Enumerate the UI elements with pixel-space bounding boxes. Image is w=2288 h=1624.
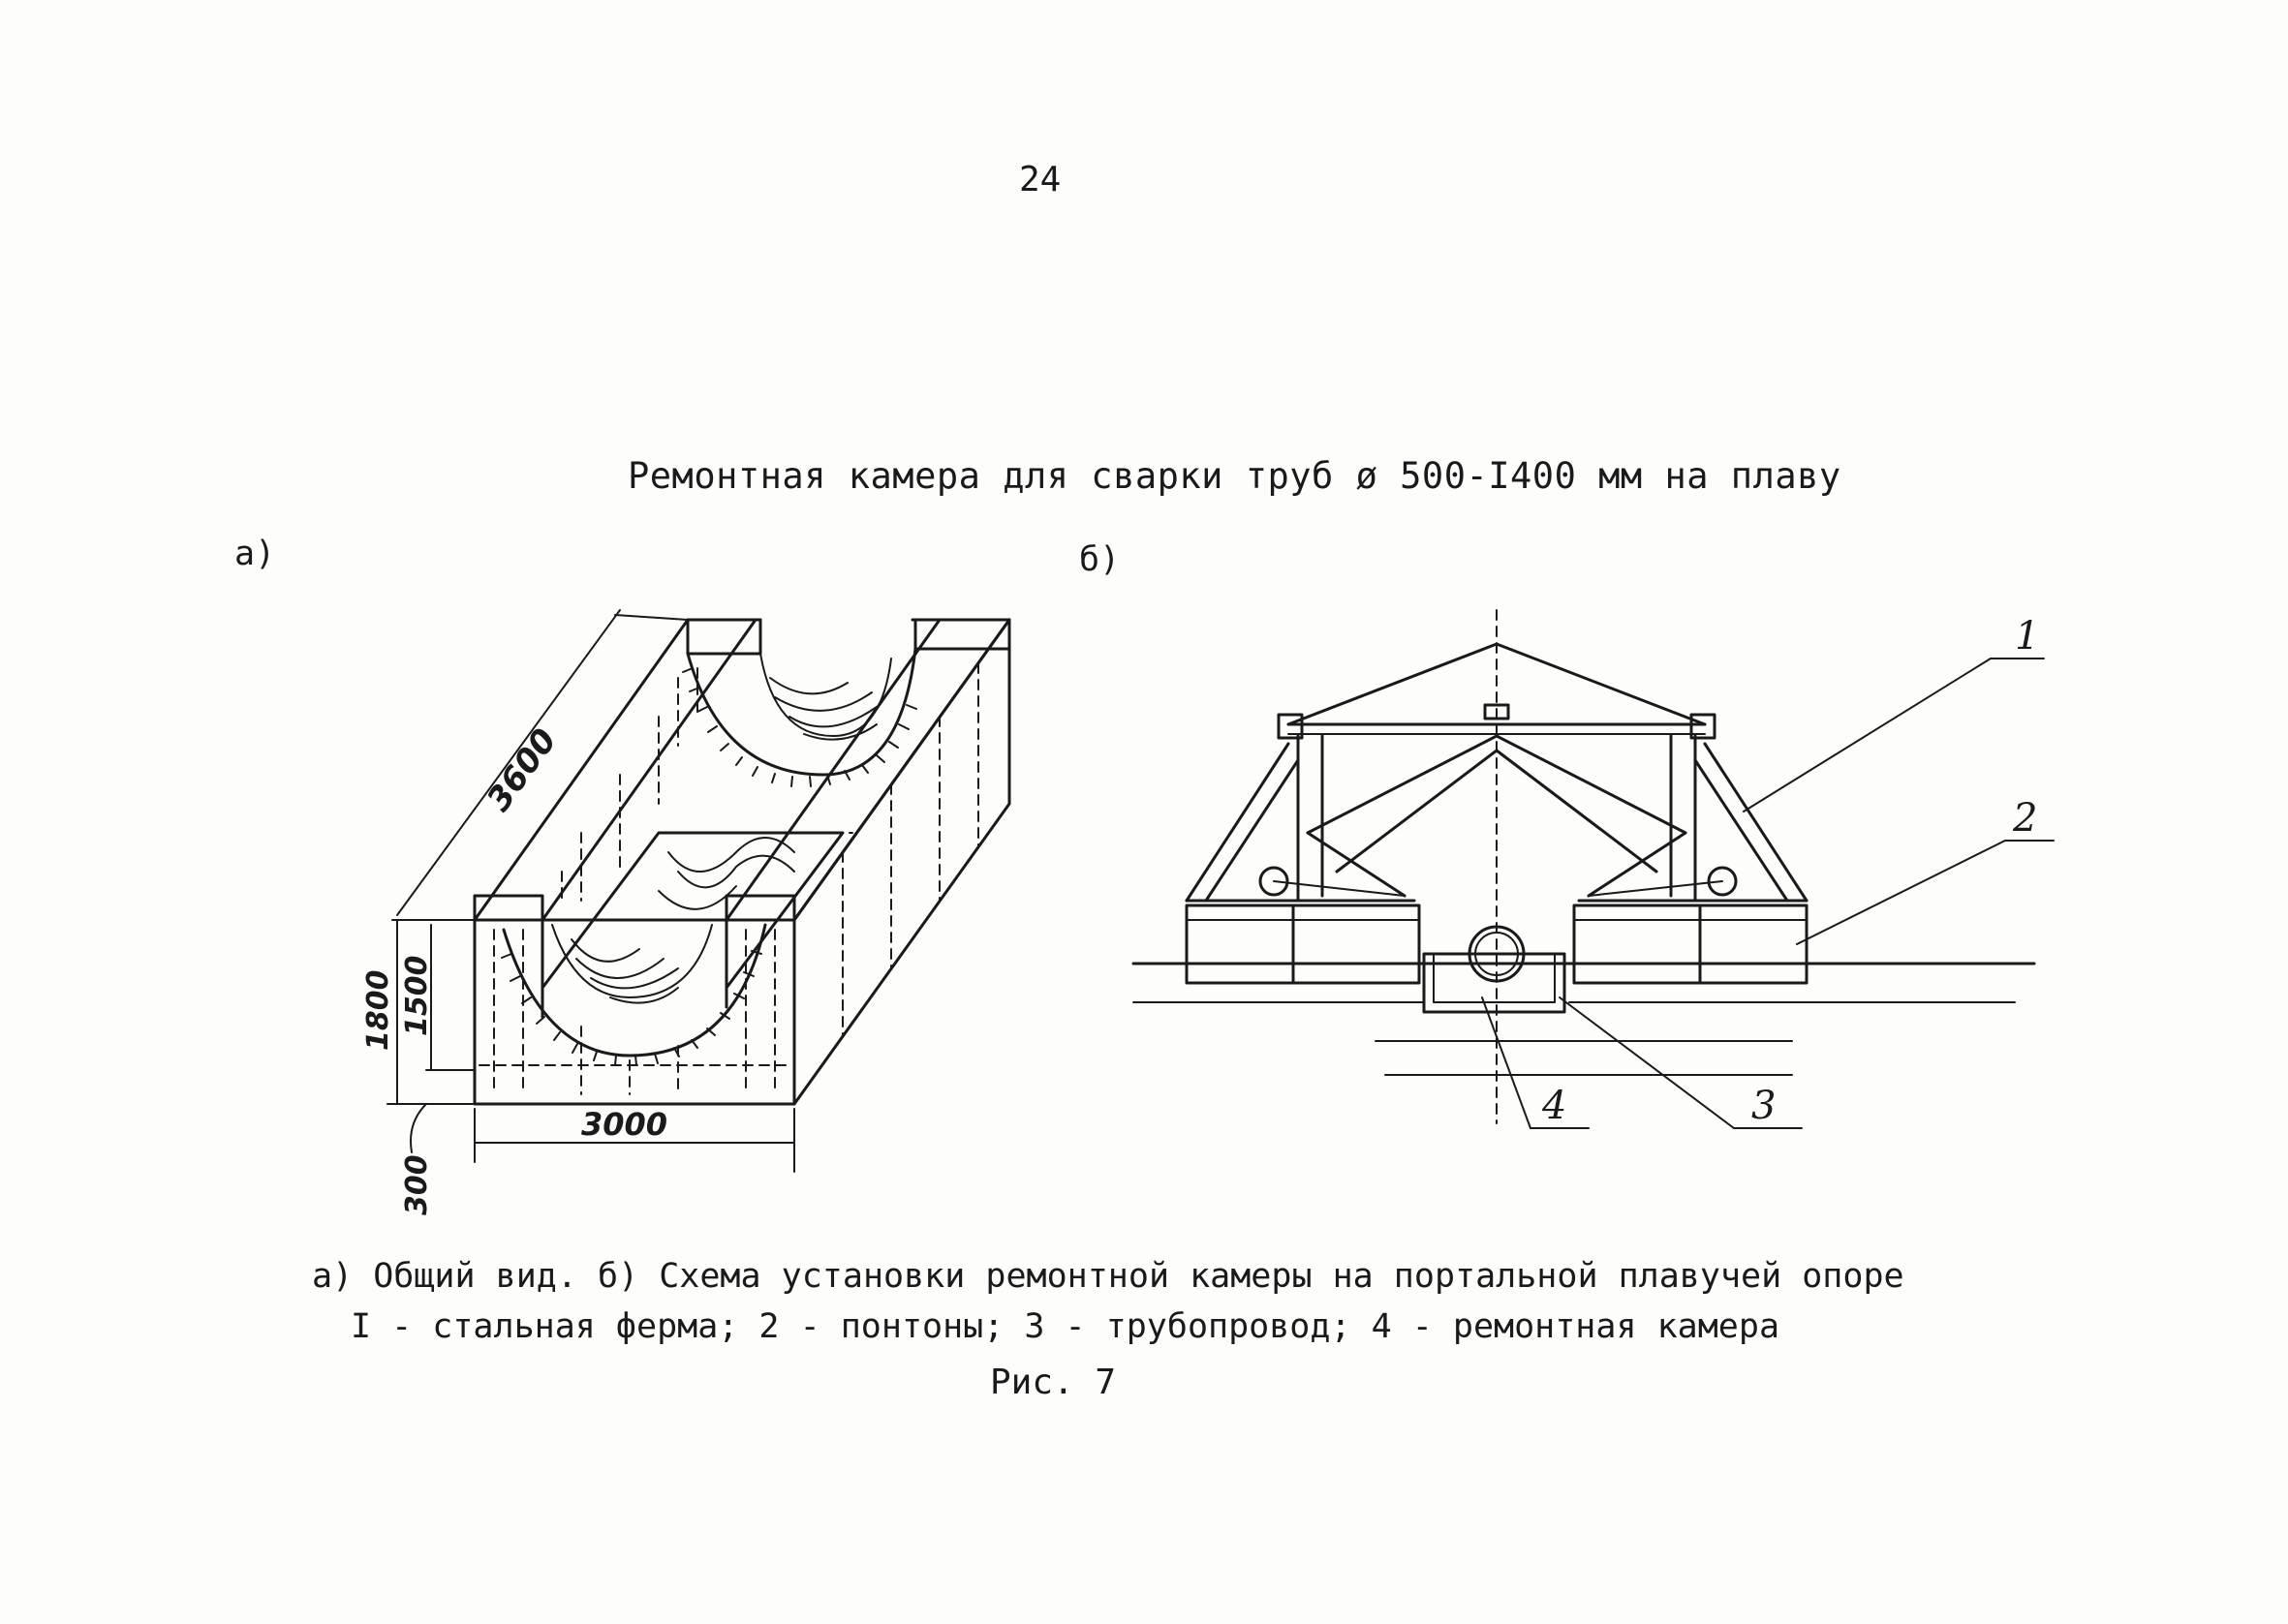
panel-a-label: а) <box>234 535 276 573</box>
dim-300: 300 <box>400 1154 434 1215</box>
caption-line-1: а) Общий вид. б) Схема установки ремонтн… <box>312 1257 1904 1296</box>
caption-line-2: I - стальная ферма; 2 - понтоны; 3 - тру… <box>351 1307 1780 1346</box>
dim-1800: 1800 <box>361 970 395 1052</box>
callout-1: 1 <box>2015 614 2039 659</box>
figure-title: Ремонтная камера для сварки труб ø 500-I… <box>628 455 1841 497</box>
dim-1500: 1500 <box>400 956 434 1037</box>
callout-4: 4 <box>1541 1084 1566 1128</box>
callout-3: 3 <box>1751 1084 1776 1128</box>
figure-label: Рис. 7 <box>990 1363 1117 1402</box>
page-number: 24 <box>1019 160 1062 199</box>
callout-2: 2 <box>2012 796 2037 841</box>
dim-3000: 3000 <box>581 1106 667 1143</box>
panel-b-label: б) <box>1079 540 1121 579</box>
